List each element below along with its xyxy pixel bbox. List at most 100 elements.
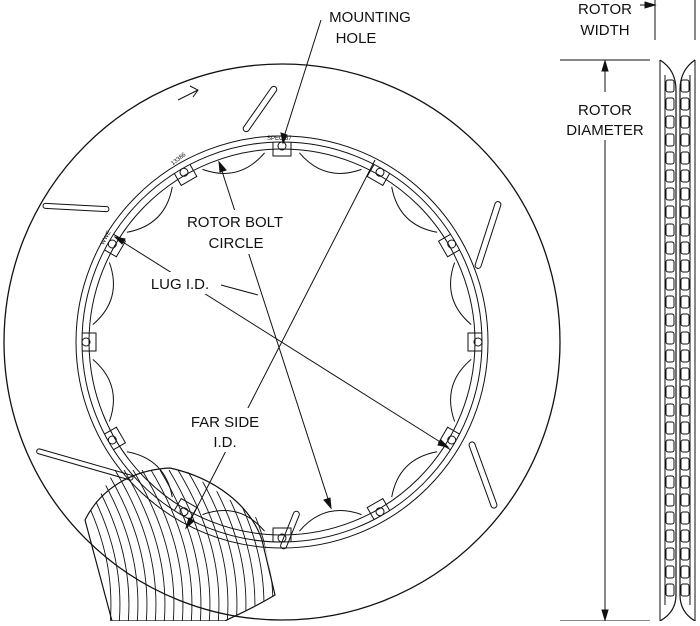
rib xyxy=(680,421,690,435)
rib xyxy=(665,475,675,489)
rib xyxy=(665,295,675,309)
mounting-tabs xyxy=(81,141,483,543)
slot xyxy=(474,201,502,269)
rib xyxy=(665,565,675,579)
lug-id-label: LUG I.D. xyxy=(151,276,209,293)
scallop xyxy=(299,510,362,532)
vane xyxy=(114,470,157,621)
mounting-tab xyxy=(104,426,127,451)
arrowhead xyxy=(437,439,450,448)
arrowhead xyxy=(601,59,609,72)
rib xyxy=(680,565,690,579)
rotor-front-view: 13386 SPEC 37 WWE xyxy=(3,63,561,622)
rotation-arrow-icon xyxy=(177,85,199,101)
vane xyxy=(186,470,229,621)
scallop xyxy=(126,451,173,498)
cooling-vane-ribs xyxy=(665,79,690,597)
rib xyxy=(665,79,675,93)
mounting-tab xyxy=(366,164,391,187)
scallop xyxy=(299,152,362,174)
rib xyxy=(680,115,690,129)
rotor-side-view xyxy=(659,59,696,622)
rib xyxy=(665,529,675,543)
slot xyxy=(36,448,134,481)
mounting-hole-label: MOUNTING xyxy=(329,9,411,26)
rib xyxy=(665,313,675,327)
rib xyxy=(680,169,690,183)
rib xyxy=(680,511,690,525)
rib xyxy=(665,439,675,453)
arrowhead xyxy=(280,132,288,145)
mounting-hole xyxy=(473,337,483,347)
rib xyxy=(680,295,690,309)
rib xyxy=(665,511,675,525)
mounting-tab xyxy=(82,332,97,352)
rib xyxy=(680,133,690,147)
rib xyxy=(665,133,675,147)
rib xyxy=(665,547,675,561)
mounting-hole xyxy=(107,435,117,445)
rib xyxy=(665,385,675,399)
vane xyxy=(159,470,202,621)
mounting-tab xyxy=(467,332,482,352)
scallop xyxy=(202,152,265,174)
scallop xyxy=(126,186,173,233)
rotor-diameter-label: ROTOR xyxy=(578,102,632,119)
rib xyxy=(680,349,690,363)
rib xyxy=(665,151,675,165)
rib xyxy=(665,187,675,201)
callout-labels: MOUNTING HOLE ROTOR BOLT CIRCLE LUG I.D.… xyxy=(140,1,644,452)
arrowhead xyxy=(113,236,126,245)
rotor-bolt-circle-label: ROTOR BOLT xyxy=(187,214,283,231)
rib xyxy=(680,493,690,507)
rib xyxy=(680,223,690,237)
mounting-tab xyxy=(272,527,292,542)
rib xyxy=(680,529,690,543)
rib xyxy=(665,115,675,129)
rib xyxy=(680,439,690,453)
rib xyxy=(665,277,675,291)
rib xyxy=(665,367,675,381)
scallop xyxy=(450,359,472,422)
slot xyxy=(468,441,498,509)
rib xyxy=(665,259,675,273)
mounting-hole xyxy=(107,239,117,249)
rib xyxy=(665,331,675,345)
mounting-tab xyxy=(173,164,198,187)
rib xyxy=(680,547,690,561)
rib xyxy=(680,385,690,399)
mounting-hole xyxy=(179,507,189,517)
rotor-diameter-label: DIAMETER xyxy=(566,122,644,139)
vane-cutaway xyxy=(84,467,276,622)
mounting-hole xyxy=(277,141,287,151)
slot xyxy=(42,202,110,213)
vane xyxy=(105,470,148,621)
rib xyxy=(665,457,675,471)
friction-slots xyxy=(36,85,502,550)
rotor-width-label: ROTOR xyxy=(578,1,632,18)
rib xyxy=(680,475,690,489)
rib xyxy=(680,97,690,111)
vane xyxy=(195,470,238,621)
rotor-outer-edge xyxy=(3,63,561,621)
far-side-id-label: FAR SIDE xyxy=(191,414,259,431)
rib xyxy=(680,331,690,345)
mounting-hole xyxy=(179,167,189,177)
vane xyxy=(258,470,275,621)
vane xyxy=(141,470,184,621)
mounting-hole xyxy=(375,507,385,517)
rib xyxy=(680,403,690,417)
scallop xyxy=(92,262,114,325)
vane xyxy=(123,470,166,621)
rib xyxy=(680,313,690,327)
scallop xyxy=(202,510,265,532)
rotor-bolt-circle-label: CIRCLE xyxy=(208,235,263,252)
arrowhead xyxy=(185,517,195,530)
part-number-stamp: 13386 xyxy=(170,152,187,167)
rib xyxy=(680,79,690,93)
arrowhead xyxy=(218,160,227,173)
rib xyxy=(665,493,675,507)
slot xyxy=(280,510,300,550)
